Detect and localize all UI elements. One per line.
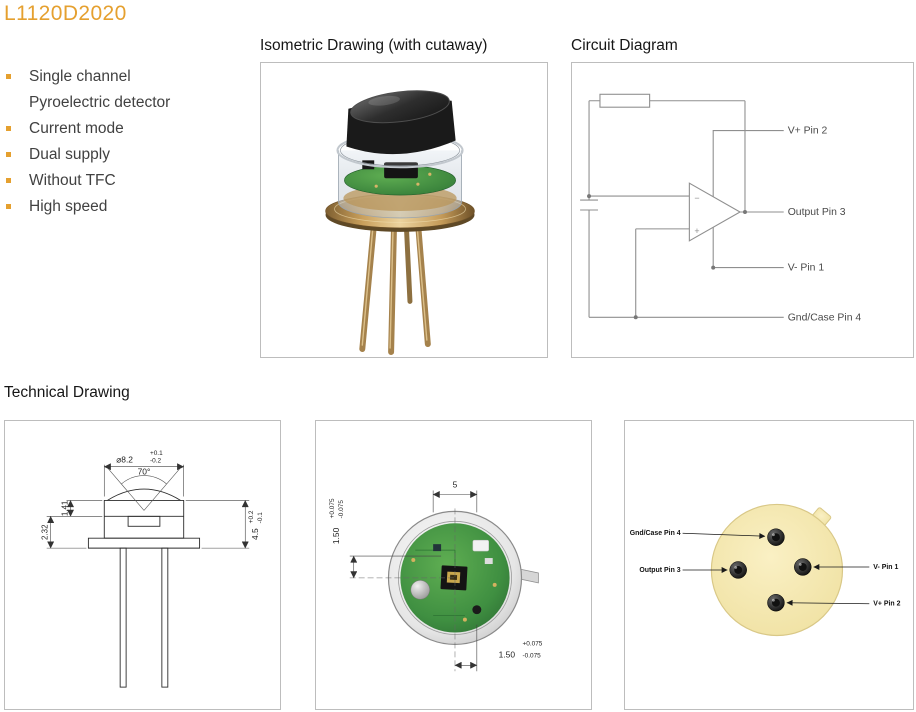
dim-vertical-offset: 1.50: [331, 527, 341, 544]
circuit-label-output: Output Pin 3: [788, 207, 846, 218]
to-can-legs: [359, 215, 431, 355]
pinout-label-vminus: V- Pin 1: [873, 564, 898, 571]
cap-and-window: [346, 90, 456, 155]
pinout-label-output: Output Pin 3: [639, 567, 680, 574]
feature-label: Current mode: [29, 120, 124, 137]
dim-vertical-tol-minus: -0.075: [338, 500, 345, 519]
dim-total-height: 4.5: [250, 528, 260, 540]
centerlines: [349, 508, 456, 672]
dim-window-angle: 70°: [138, 467, 151, 477]
dim-vertical-tol-plus: +0.075: [329, 498, 336, 518]
dimension-lines: [349, 490, 478, 672]
feature-item: Dual supply: [6, 142, 188, 168]
pin-output: [729, 561, 747, 579]
feature-item: Current mode: [6, 116, 188, 142]
fov-lines: [108, 468, 180, 511]
pinout-panel: Gnd/Case Pin 4 Output Pin 3 V- Pin 1 V+ …: [624, 420, 914, 710]
circuit-label-vplus: V+ Pin 2: [788, 126, 828, 137]
circuit-wires: [580, 100, 784, 318]
feature-item: Single channel Pyroelectric detector: [6, 64, 188, 116]
bullet-icon: [6, 74, 11, 79]
dimension-lines: [46, 463, 250, 549]
bullet-icon: [6, 126, 11, 131]
isometric-section-title: Isometric Drawing (with cutaway): [260, 37, 488, 54]
can-tab: [519, 568, 539, 584]
pin-gnd-case: [767, 528, 785, 546]
page-title: L1120D2020: [4, 2, 127, 25]
pcb-components: [410, 539, 497, 622]
pins: [729, 528, 812, 612]
pinout-label-gnd: Gnd/Case Pin 4: [630, 530, 681, 537]
opamp-symbol: [688, 182, 742, 242]
technical-section-title: Technical Drawing: [4, 384, 130, 401]
feature-item: Without TFC: [6, 168, 188, 194]
dim-diameter-tol-minus: -0.2: [150, 458, 162, 465]
pinout-label-vplus: V+ Pin 2: [873, 601, 900, 608]
resistor-symbol: [599, 93, 651, 108]
bullet-icon: [6, 152, 11, 157]
pin-vplus: [767, 594, 785, 612]
side-view-drawing: 70° ⌀8.2 +0.1 -0.2 1.41 2.32 4.5 +0.2 -0…: [41, 450, 264, 688]
junction-dots: [587, 194, 747, 320]
top-view-photo: 5 1.50 +0.075 -0.075 +0.075 1.50 -0.075: [329, 480, 543, 672]
dim-horizontal-offset: 1.50: [499, 649, 516, 659]
opamp-minus-sign: −: [694, 193, 699, 203]
pinout-drawing: Gnd/Case Pin 4 Output Pin 3 V- Pin 1 V+ …: [630, 503, 901, 637]
dim-total-tol-minus: -0.1: [257, 512, 264, 524]
dim-diameter: ⌀8.2: [116, 455, 133, 465]
dim-window-width: 5: [453, 480, 458, 490]
isometric-panel: [260, 62, 548, 358]
circuit-section-title: Circuit Diagram: [571, 37, 678, 54]
circuit-schematic: − + V+ Pin 2 Output Pin 3 V- Pin 1 Gnd/C…: [580, 93, 862, 323]
circuit-label-vminus: V- Pin 1: [788, 263, 825, 274]
opamp-plus-sign: +: [694, 226, 699, 236]
dim-total-tol-plus: +0.2: [248, 510, 255, 523]
pin-vminus: [794, 558, 812, 576]
feature-label: Dual supply: [29, 146, 110, 163]
dim-horizontal-tol-plus: +0.075: [522, 640, 542, 647]
feature-label: Single channel Pyroelectric detector: [29, 68, 171, 111]
circuit-label-gnd: Gnd/Case Pin 4: [788, 312, 862, 323]
feature-label: High speed: [29, 198, 108, 215]
dim-body-height: 2.32: [41, 524, 50, 540]
circuit-panel: − + V+ Pin 2 Output Pin 3 V- Pin 1 Gnd/C…: [571, 62, 914, 358]
pin-leader-lines: [682, 532, 870, 606]
isometric-render: [325, 90, 475, 355]
bullet-icon: [6, 204, 11, 209]
dim-cap-height: 1.41: [61, 500, 70, 516]
feature-list: Single channel Pyroelectric detector Cur…: [6, 64, 188, 220]
dim-horizontal-tol-minus: -0.075: [522, 652, 541, 659]
feature-item: High speed: [6, 194, 188, 220]
side-view-panel: 70° ⌀8.2 +0.1 -0.2 1.41 2.32 4.5 +0.2 -0…: [4, 420, 281, 710]
bullet-icon: [6, 178, 11, 183]
side-view-outline: [87, 488, 201, 688]
feature-label: Without TFC: [29, 172, 116, 189]
top-view-panel: 5 1.50 +0.075 -0.075 +0.075 1.50 -0.075: [315, 420, 592, 710]
dim-diameter-tol-plus: +0.1: [150, 450, 163, 457]
